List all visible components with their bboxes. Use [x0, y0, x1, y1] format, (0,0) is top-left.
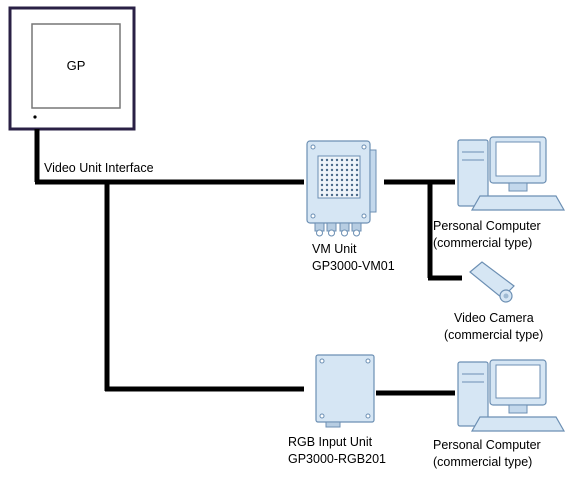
- vm-screw-icon: [361, 144, 367, 150]
- rgb-unit-name: RGB Input Unit: [288, 435, 373, 449]
- pc-bottom-keyboard: [470, 416, 566, 432]
- rgb-screw-icon: [365, 413, 371, 419]
- rgb-unit-model: GP3000-RGB201: [288, 452, 386, 466]
- pc-bottom: Personal Computer (commercial type): [433, 359, 566, 469]
- camera-type: (commercial type): [444, 328, 543, 342]
- camera-lens-center: [503, 293, 509, 299]
- camera-name: Video Camera: [454, 311, 534, 325]
- pc-top-type: (commercial type): [433, 236, 532, 250]
- pc-top-screen: [495, 141, 541, 177]
- pc-bottom-name: Personal Computer: [433, 438, 541, 452]
- pc-top-tower: [457, 139, 489, 207]
- pc-top-keyboard: [470, 195, 566, 211]
- vm-screw-icon: [310, 144, 316, 150]
- vm-bnc-connectors: [314, 222, 362, 237]
- video-unit-interface-label: Video Unit Interface: [44, 161, 154, 175]
- vm-vent-holes: [320, 158, 359, 197]
- video-camera: Video Camera (commercial type): [444, 261, 543, 342]
- vm-unit: VM Unit GP3000-VM01: [306, 140, 395, 273]
- vm-screw-icon: [310, 213, 316, 219]
- rgb-unit-body: [315, 354, 375, 423]
- pc-top-name: Personal Computer: [433, 219, 541, 233]
- vm-screw-icon: [361, 213, 367, 219]
- gp-label: GP: [67, 58, 86, 73]
- vm-unit-side: [369, 149, 377, 213]
- vm-unit-model: GP3000-VM01: [312, 259, 395, 273]
- rgb-screw-icon: [319, 413, 325, 419]
- pc-bottom-stand: [508, 404, 528, 414]
- rgb-screw-icon: [319, 358, 325, 364]
- vm-vent-grid: [317, 155, 361, 199]
- gp-display: GP: [8, 6, 136, 131]
- pc-top-stand: [508, 182, 528, 192]
- gp-indicator: [33, 115, 37, 119]
- rgb-connector: [325, 421, 341, 428]
- pc-bottom-tower: [457, 361, 489, 427]
- gp-screen: [31, 23, 121, 109]
- rgb-screw-icon: [365, 358, 371, 364]
- vm-unit-name: VM Unit: [312, 242, 357, 256]
- pc-bottom-screen: [495, 364, 541, 399]
- rgb-input-unit: RGB Input Unit GP3000-RGB201: [288, 354, 386, 466]
- camera-body: [469, 261, 515, 299]
- cables: [34, 129, 462, 396]
- pc-bottom-type: (commercial type): [433, 455, 532, 469]
- pc-top: Personal Computer (commercial type): [433, 136, 566, 250]
